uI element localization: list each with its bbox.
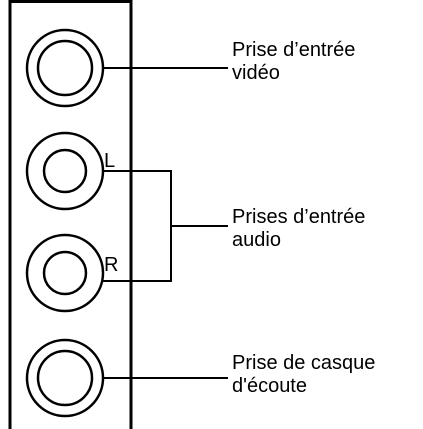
headphone-jack-icon	[25, 338, 105, 418]
audio-input-label-line2: audio	[232, 229, 281, 251]
audio-left-jack-icon	[25, 131, 105, 211]
video-input-label-line1: Prise d’entrée	[232, 39, 356, 61]
audio-input-label-line1: Prises d’entrée	[232, 206, 366, 228]
audio-input-label: Prises d’entrée audio	[232, 206, 365, 252]
headphone-label: Prise de casque d'écoute	[232, 352, 375, 398]
headphone-label-line2: d'écoute	[232, 375, 307, 397]
video-input-label: Prise d’entrée vidéo	[232, 39, 355, 85]
headphone-label-line1: Prise de casque	[232, 352, 376, 374]
jack-label-right: R	[104, 254, 119, 276]
jack-label-left: L	[104, 150, 116, 172]
video-input-label-line2: vidéo	[232, 62, 280, 84]
audio-right-jack-icon	[25, 233, 105, 313]
video-jack-icon	[25, 28, 105, 108]
